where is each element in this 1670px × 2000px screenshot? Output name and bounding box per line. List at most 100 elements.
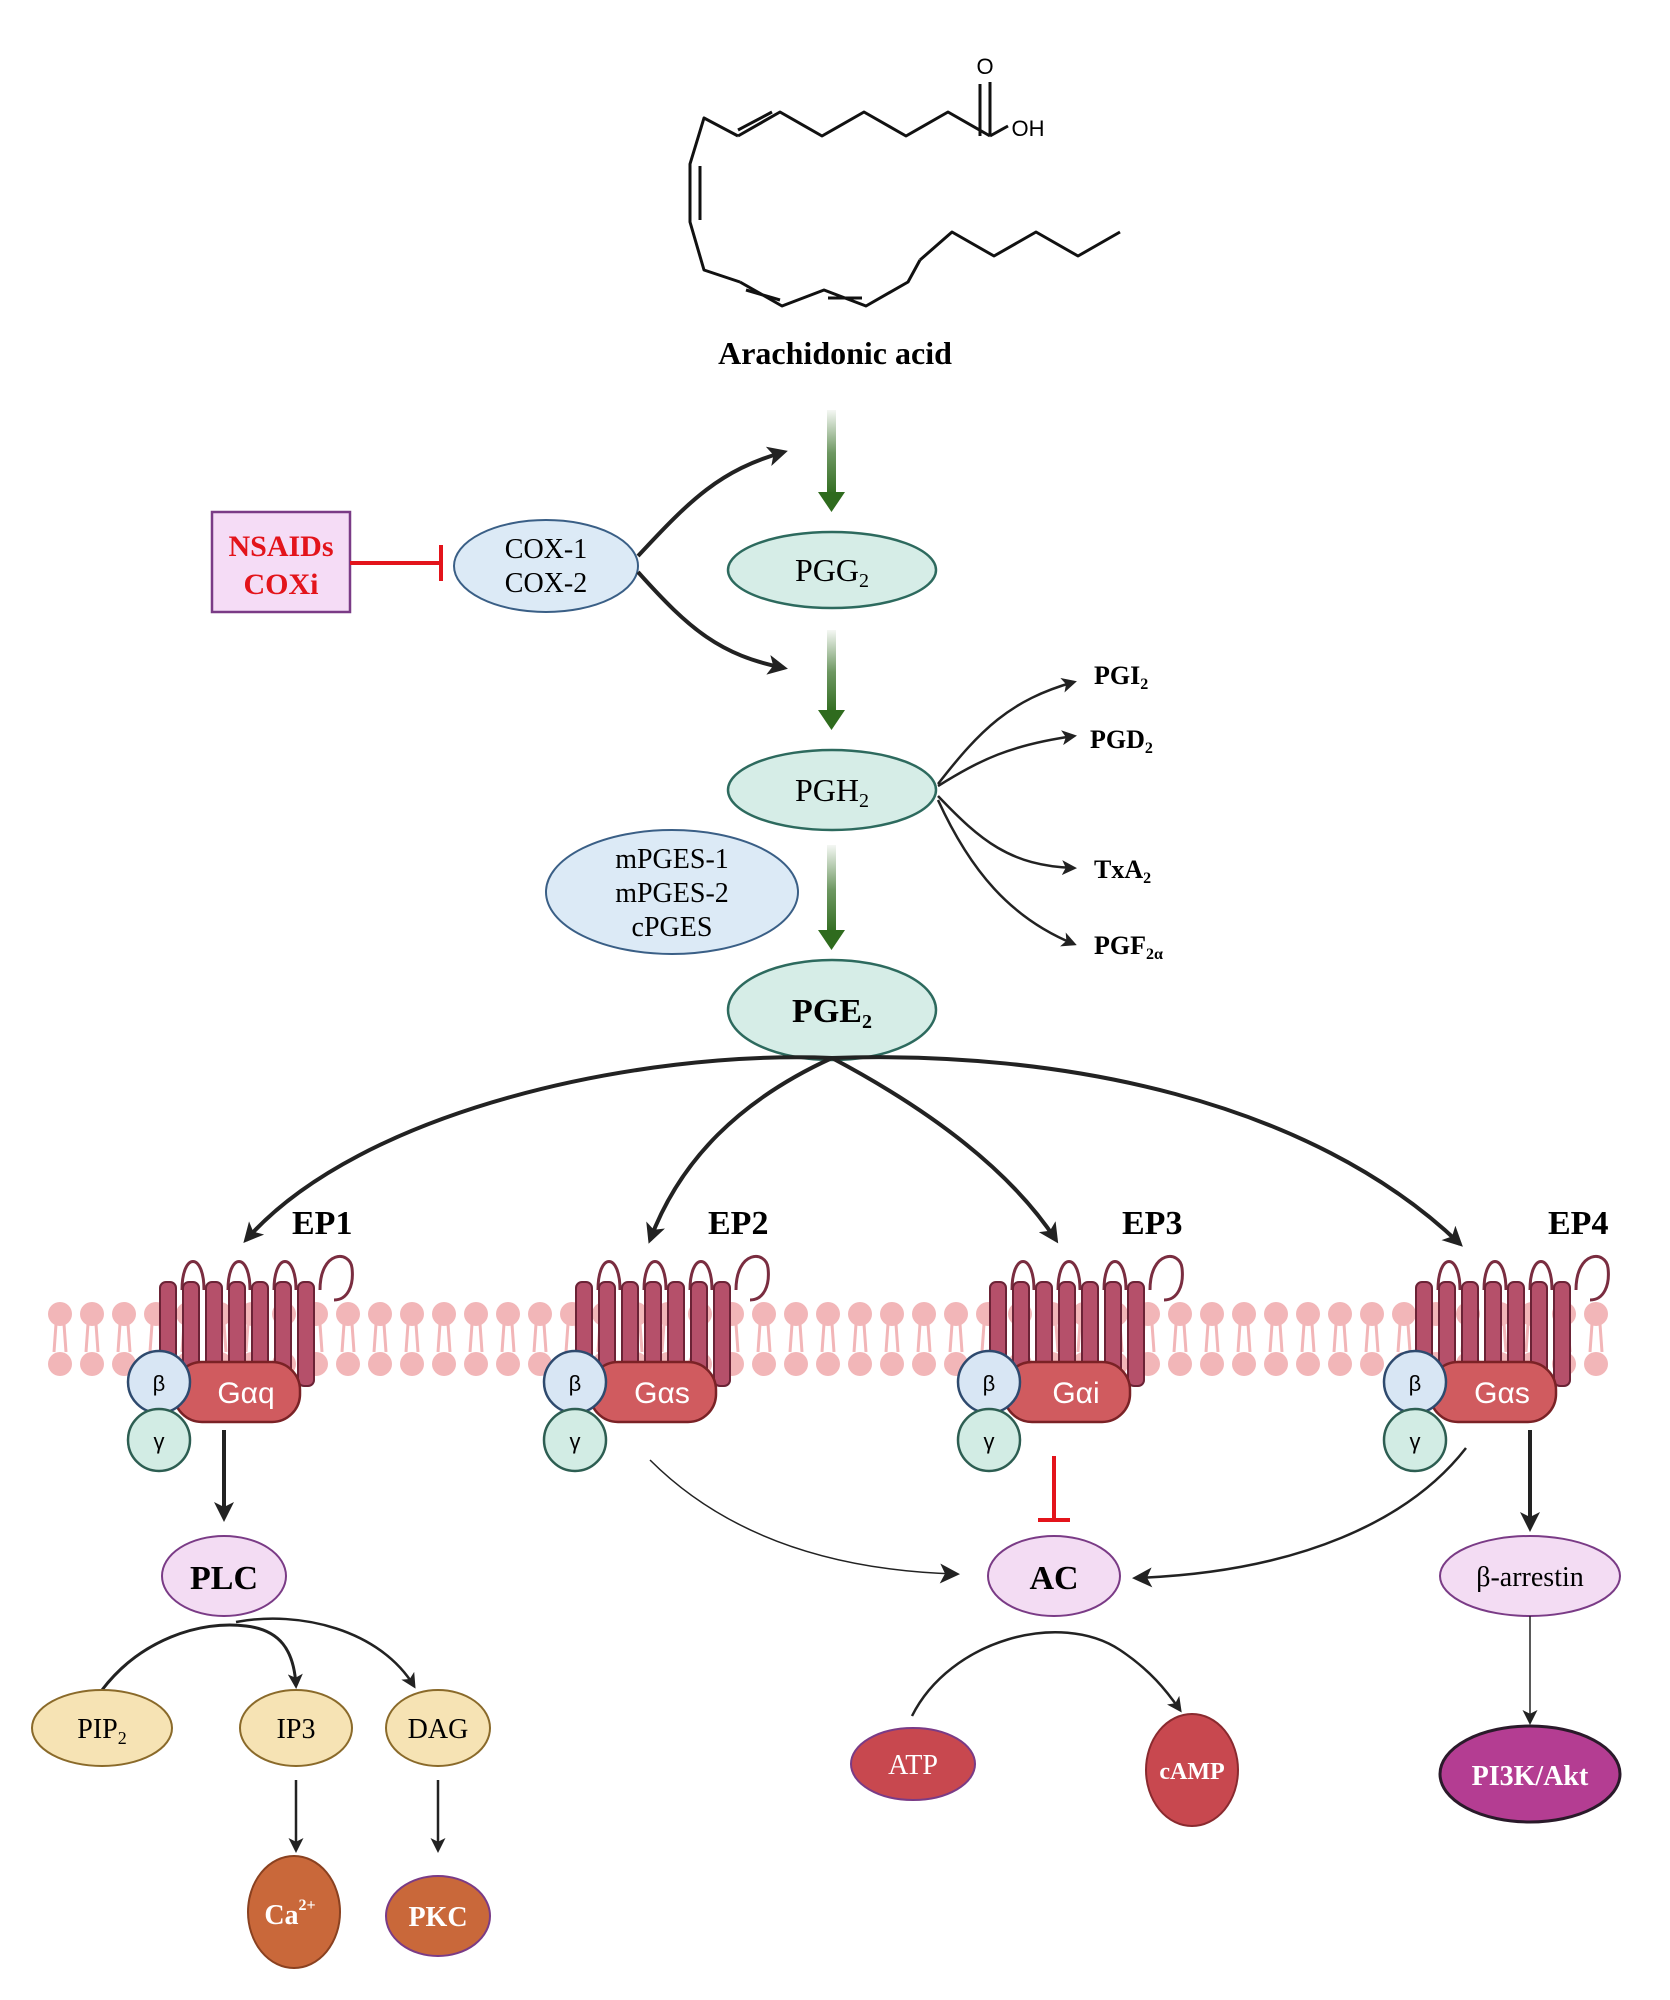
tm-helix	[713, 1281, 731, 1387]
nsaids-label: NSAIDs	[228, 530, 333, 563]
ep3-gamma-subunit	[956, 1407, 1022, 1473]
pkc-node	[385, 1875, 491, 1957]
ep3-galpha-label: Gαi	[1052, 1377, 1099, 1410]
calcium-label: Ca2+	[264, 1897, 315, 1931]
mpges1-label: mPGES-1	[615, 844, 729, 875]
arrow-cox-to-pgg2	[636, 446, 788, 558]
ep3-beta-label: β	[983, 1371, 996, 1396]
ip3-label: IP3	[277, 1714, 316, 1745]
lipid-unit	[814, 1300, 842, 1378]
cpges-label: cPGES	[632, 912, 713, 943]
plc-label: PLC	[190, 1560, 258, 1597]
green-arrow-aa-to-pgg2	[818, 410, 845, 512]
cox1-label: COX-1	[505, 534, 587, 565]
receptor-ep3: Gαi β γ EP3	[956, 1205, 1184, 1473]
ip3-node	[239, 1689, 353, 1767]
ep1-beta-label: β	[153, 1371, 166, 1396]
ep4-gamma-label: γ	[1410, 1429, 1421, 1454]
pgh2-node	[726, 748, 938, 832]
ep1-gamma-subunit	[126, 1407, 192, 1473]
lipid-unit	[1582, 1300, 1610, 1378]
lipid-unit	[846, 1300, 874, 1378]
ep1-label: EP1	[292, 1205, 352, 1242]
ep2-galpha-label: Gαs	[634, 1377, 690, 1410]
lipid-unit	[462, 1300, 490, 1378]
tm-helix	[1553, 1281, 1571, 1387]
mpges2-label: mPGES-2	[615, 878, 729, 909]
barrestin-label: β-arrestin	[1476, 1562, 1584, 1593]
lipid-unit	[398, 1300, 426, 1378]
lipid-unit	[366, 1300, 394, 1378]
coxi-label: COXi	[244, 568, 319, 601]
lipid-unit	[1294, 1300, 1322, 1378]
pge2-to-receptor-arrows	[243, 1055, 1463, 1247]
pgg2-label: PGG2	[795, 552, 869, 592]
side-product-arrows	[936, 678, 1077, 947]
ep4-label: EP4	[1548, 1205, 1608, 1242]
arrow-cox-to-pgh2	[636, 570, 788, 675]
ep4-gamma-subunit	[1382, 1407, 1448, 1473]
arrow-ep2-gas-to-ac	[649, 1459, 960, 1584]
tm-helix	[1127, 1281, 1145, 1387]
atp-node	[850, 1727, 976, 1801]
lipid-unit	[1358, 1300, 1386, 1378]
green-arrow-pgg2-to-pgh2	[818, 630, 845, 730]
ep2-gamma-subunit	[542, 1407, 608, 1473]
lipid-unit	[782, 1300, 810, 1378]
lipid-unit	[750, 1300, 778, 1378]
pip2-node	[31, 1689, 173, 1767]
ep1-gamma-label: γ	[154, 1429, 165, 1454]
lipid-unit	[1326, 1300, 1354, 1378]
calcium-node	[247, 1855, 341, 1969]
cox-enzyme-node	[453, 519, 639, 613]
carbonyl-o: O	[976, 54, 993, 79]
ep3-gamma-label: γ	[984, 1429, 995, 1454]
camp-label: cAMP	[1159, 1759, 1224, 1785]
dag-label: DAG	[408, 1714, 469, 1745]
ac-node	[987, 1535, 1121, 1617]
dag-node	[385, 1689, 491, 1767]
pip2-label: PIP2	[77, 1714, 126, 1748]
pges-enzyme-node	[545, 829, 799, 955]
ep4-galpha-label: Gαs	[1474, 1377, 1530, 1410]
lipid-unit	[494, 1300, 522, 1378]
cox2-label: COX-2	[505, 568, 587, 599]
arachidonic-acid-label: Arachidonic acid	[718, 335, 952, 371]
tm-helix	[297, 1281, 315, 1387]
lipid-unit	[910, 1300, 938, 1378]
pgh2-label: PGH2	[795, 772, 869, 812]
atp-label: ATP	[888, 1750, 938, 1781]
receptor-ep2: Gαs β γ EP2	[542, 1205, 770, 1473]
pgd2-label: PGD2	[1090, 725, 1153, 757]
arachidonic-acid-structure	[688, 82, 1121, 308]
hydroxyl-oh: OH	[1012, 116, 1045, 141]
ep2-beta-label: β	[569, 1371, 582, 1396]
ac-label: AC	[1029, 1560, 1078, 1597]
ep2-label: EP2	[708, 1205, 768, 1242]
txa2-label: TxA2	[1094, 855, 1151, 887]
ep3-label: EP3	[1122, 1205, 1182, 1242]
arrow-plc-to-dag	[235, 1617, 416, 1689]
arrow-pip2-to-ip3	[100, 1623, 303, 1691]
pkc-label: PKC	[408, 1902, 467, 1933]
camp-node	[1145, 1713, 1239, 1827]
nsaids-coxi-box	[210, 510, 352, 614]
lipid-unit	[1230, 1300, 1258, 1378]
receptor-ep4: Gαs β γ EP4	[1382, 1205, 1610, 1473]
ep4-beta-label: β	[1409, 1371, 1422, 1396]
lipid-unit	[430, 1300, 458, 1378]
pge2-label: PGE2	[792, 993, 872, 1033]
pi3k-akt-node	[1438, 1724, 1622, 1824]
green-arrow-pgh2-to-pge2	[818, 845, 845, 950]
pgf2a-label: PGF2α	[1094, 931, 1163, 963]
lipid-unit	[334, 1300, 362, 1378]
lipid-unit	[1198, 1300, 1226, 1378]
plc-node	[161, 1535, 287, 1617]
ep2-gamma-label: γ	[570, 1429, 581, 1454]
lipid-unit	[46, 1300, 74, 1378]
pgg2-node	[726, 530, 938, 610]
arrow-atp-to-camp	[910, 1631, 1182, 1717]
